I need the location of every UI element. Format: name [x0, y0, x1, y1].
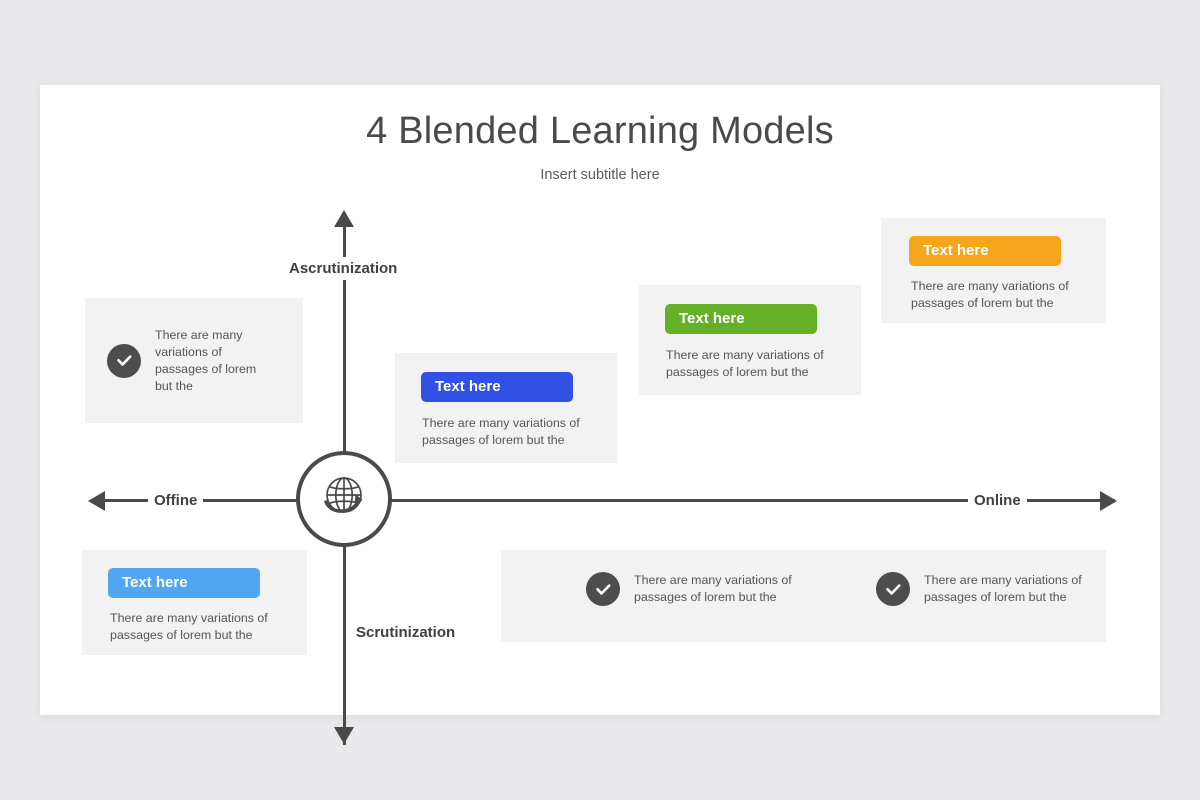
arrow-up-icon: [334, 210, 354, 227]
arrow-left-icon: [88, 490, 105, 511]
pill-wrapper-green: Text here: [665, 304, 817, 334]
page-subtitle: Insert subtitle here: [540, 167, 660, 183]
list-item[interactable]: There are many variations of passages of…: [876, 572, 1139, 606]
pill-wrapper-blue: Text here: [421, 372, 573, 402]
bottom-panel: There are many variations of passages of…: [501, 550, 1106, 642]
globe-icon: [317, 470, 371, 529]
check-circle-icon: [586, 572, 620, 606]
slide-canvas: 4 Blended Learning Models Insert subtitl…: [40, 85, 1160, 745]
list-item-text: There are many variations of passages of…: [924, 573, 1082, 604]
axis-label-bottom: Scrutinization: [350, 621, 462, 644]
card-lightblue[interactable]: Text here There are many variations of p…: [82, 550, 307, 655]
check-circle-icon: [876, 572, 910, 606]
card-body-text: There are many variations of passages of…: [110, 611, 268, 642]
pill-label-green[interactable]: Text here: [665, 304, 817, 334]
card-body-text: There are many variations of passages of…: [155, 327, 257, 393]
pill-label-blue[interactable]: Text here: [421, 372, 573, 402]
card-blue[interactable]: Text here There are many variations of p…: [395, 353, 617, 463]
axis-label-top: Ascrutinization: [283, 257, 404, 280]
axis-label-left: Offine: [148, 489, 204, 512]
horizontal-axis-line: [95, 498, 1115, 502]
arrow-down-icon: [334, 727, 354, 744]
pill-label-orange[interactable]: Text here: [909, 236, 1061, 266]
arrow-right-icon: [1100, 490, 1117, 511]
pill-wrapper-lightblue: Text here: [108, 568, 260, 598]
card-body-text: There are many variations of passages of…: [911, 279, 1069, 310]
center-node: [296, 451, 392, 547]
list-item[interactable]: There are many variations of passages of…: [586, 572, 849, 606]
card-body-text: There are many variations of passages of…: [422, 416, 580, 447]
pill-label-lightblue[interactable]: Text here: [108, 568, 260, 598]
card-orange[interactable]: Text here There are many variations of p…: [881, 218, 1106, 323]
page-title: 4 Blended Learning Models: [366, 110, 834, 152]
card-green[interactable]: Text here There are many variations of p…: [639, 285, 861, 395]
check-circle-icon: [107, 343, 141, 378]
card-check-left[interactable]: There are many variations of passages of…: [85, 298, 303, 423]
axis-label-right: Online: [968, 489, 1027, 512]
list-item-text: There are many variations of passages of…: [634, 573, 792, 604]
pill-wrapper-orange: Text here: [909, 236, 1061, 266]
card-body-text: There are many variations of passages of…: [666, 348, 824, 379]
